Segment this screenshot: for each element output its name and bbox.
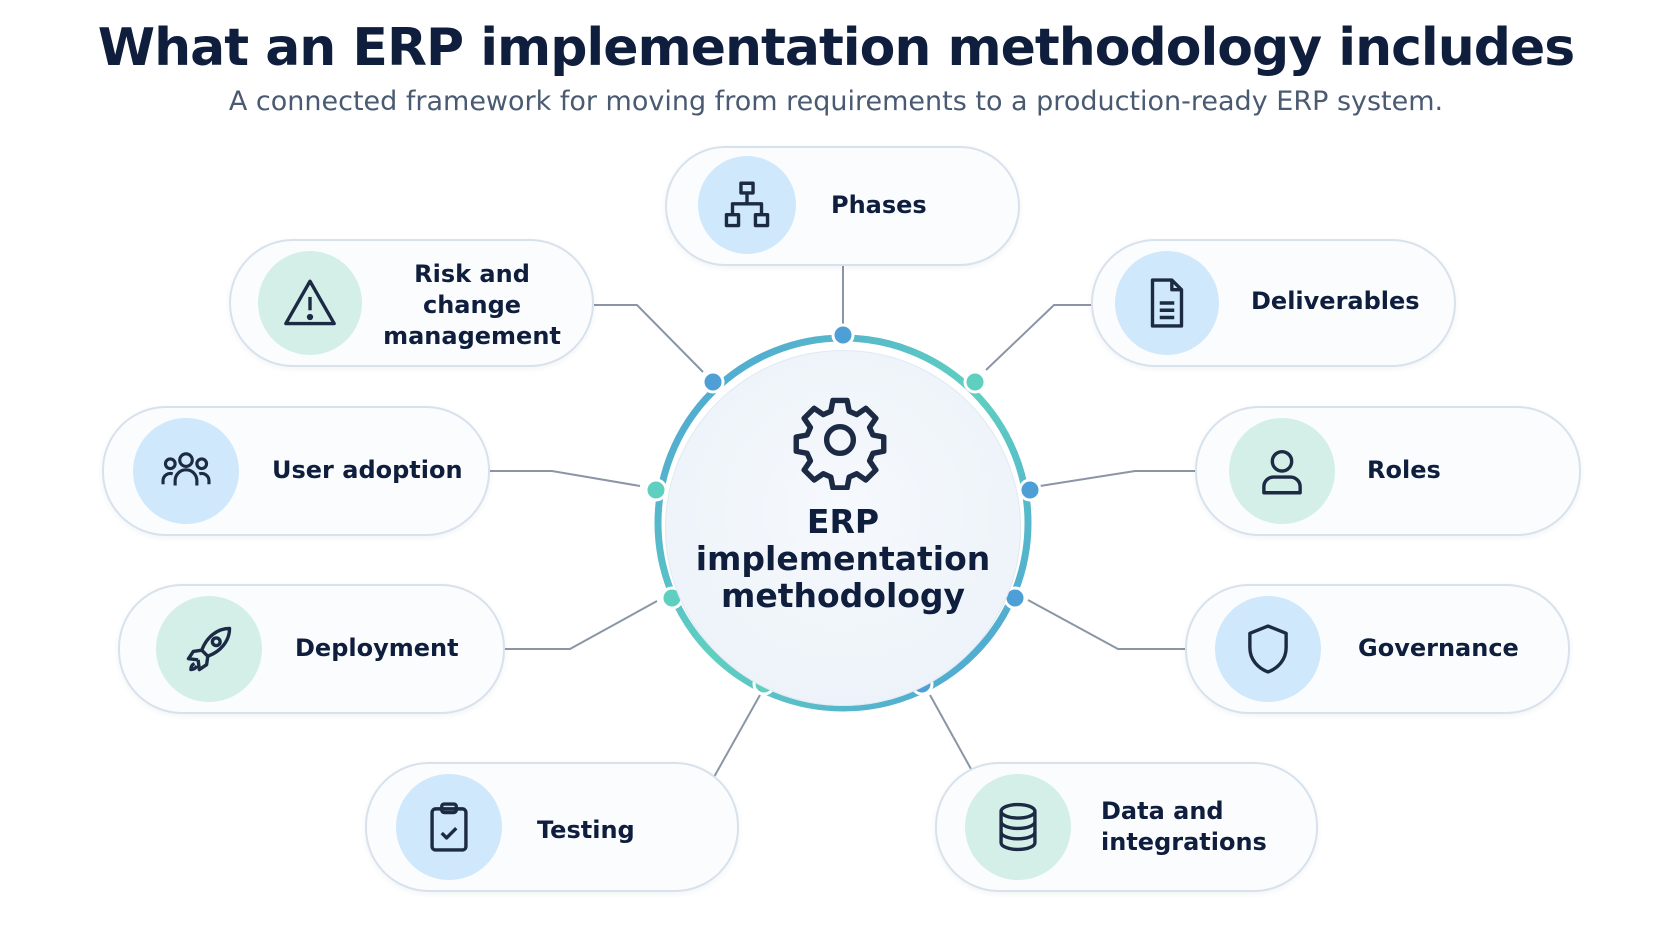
center-label-line: methodology [720, 576, 966, 615]
node-icon-bg [1215, 596, 1321, 702]
center-label-line: implementation [695, 539, 991, 578]
center-hub [665, 350, 1021, 706]
node-icon-bg [698, 156, 796, 254]
node-label-text: Deliverables [1251, 287, 1420, 315]
center-label: ERP implementation methodology [665, 503, 1021, 614]
rocket-icon [186, 626, 232, 672]
node-icon-bg [258, 251, 362, 355]
node-label-text: Deployment [295, 634, 459, 662]
gear-icon [793, 397, 887, 490]
node-label: Testing [537, 815, 635, 846]
node-label: Data and integrations [1101, 794, 1267, 860]
diagram-subtitle: A connected framework for moving from re… [228, 86, 1444, 117]
node-label: Deliverables [1251, 286, 1420, 317]
node-icon-bg [133, 418, 239, 524]
node-label-text: Data and [1101, 797, 1224, 825]
node-icon-bg [1115, 251, 1219, 355]
center-label-line: ERP [806, 502, 880, 541]
node-label: Risk and change management [382, 260, 562, 350]
connector-data-integrations [929, 694, 972, 770]
ring-dot [644, 478, 668, 502]
database-icon [999, 802, 1037, 852]
users-icon [161, 452, 211, 486]
connector-deliverables [985, 304, 1091, 371]
connector-deployment [505, 600, 658, 650]
ring-dot [701, 370, 725, 394]
hierarchy-icon [724, 181, 770, 228]
ring-dot [831, 323, 855, 347]
node-label-text: Phases [831, 191, 927, 219]
connector-roles [1039, 470, 1195, 487]
connector-risk-change [594, 304, 704, 373]
node-label-text: Risk and change [414, 259, 530, 319]
warning-icon [284, 279, 336, 326]
node-label: Roles [1367, 455, 1441, 486]
ring-dot [963, 370, 987, 394]
node-icon-bg [965, 774, 1071, 880]
node-label-text: Roles [1367, 456, 1441, 484]
connector-user-adoption [490, 470, 641, 487]
node-label: User adoption [272, 455, 463, 486]
ring-dot [1018, 478, 1042, 502]
node-label-text: Governance [1358, 634, 1519, 662]
node-icon-bg [156, 596, 262, 702]
node-label-text: integrations [1101, 828, 1267, 856]
clipboard-check-icon [430, 802, 468, 852]
node-icon-bg [396, 774, 502, 880]
diagram-title: What an ERP implementation methodology i… [97, 18, 1575, 78]
shield-icon [1248, 624, 1288, 674]
connector-governance [1027, 599, 1185, 650]
user-icon [1262, 449, 1302, 495]
node-icon-bg [1229, 418, 1335, 524]
node-label-text: User adoption [272, 456, 463, 484]
document-icon [1150, 278, 1184, 328]
connector-testing [713, 694, 761, 778]
node-label: Governance [1358, 633, 1519, 664]
node-label: Phases [831, 190, 927, 221]
node-label-text: Testing [537, 816, 635, 844]
node-label: Deployment [295, 633, 459, 664]
node-label-text: management [383, 321, 561, 350]
